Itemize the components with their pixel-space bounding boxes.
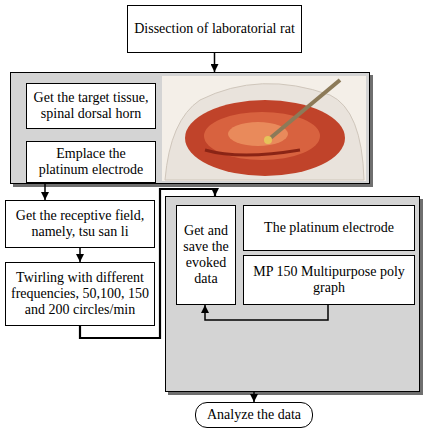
flow-arrow [79, 248, 81, 262]
process-box: Get and save the evoked data [176, 205, 236, 305]
group-panel: Get the target tissue, spinal dorsal hor… [10, 72, 370, 184]
tissue [185, 100, 345, 176]
process-box: The platinum electrode [243, 205, 415, 251]
tissue [204, 112, 320, 160]
flow-arrow [214, 53, 216, 72]
terminal-box: Analyze the data [195, 402, 313, 428]
process-box: Dissection of laboratorial rat [127, 5, 302, 53]
process-box: Twirling with different frequencies, 50,… [5, 262, 155, 326]
box-label: Twirling with different frequencies, 50,… [10, 270, 150, 318]
photo-ground [162, 76, 366, 181]
process-box: Emplace the platinum electrode [26, 141, 156, 183]
box-label: MP 150 Multipurpose poly graph [248, 264, 410, 296]
panel-fill [10, 72, 370, 184]
tissue [228, 122, 288, 146]
process-box: MP 150 Multipurpose poly graph [243, 255, 415, 305]
electrode-tip [264, 136, 272, 144]
process-box: Get the target tissue, spinal dorsal hor… [26, 83, 156, 129]
dissection-photo [162, 76, 366, 181]
flow-arrow [205, 305, 328, 320]
box-label: The platinum electrode [264, 220, 394, 236]
box-label: Get the target tissue, spinal dorsal hor… [31, 90, 151, 122]
process-box: Get the receptive field, namely, tsu san… [5, 200, 155, 248]
box-label: Get and save the evoked data [181, 223, 231, 287]
flow-arrow [44, 184, 46, 200]
box-label: Dissection of laboratorial rat [134, 21, 295, 37]
flow-arrow [253, 392, 255, 402]
panel-fill [165, 196, 420, 392]
tissue-fold [205, 150, 300, 155]
group-panel: Get and save the evoked data The platinum… [165, 196, 420, 392]
box-label: Analyze the data [207, 407, 301, 423]
paper-towel [165, 84, 364, 180]
box-label: Emplace the platinum electrode [31, 146, 151, 178]
box-label: Get the receptive field, namely, tsu san… [10, 208, 150, 240]
forceps [268, 80, 340, 140]
